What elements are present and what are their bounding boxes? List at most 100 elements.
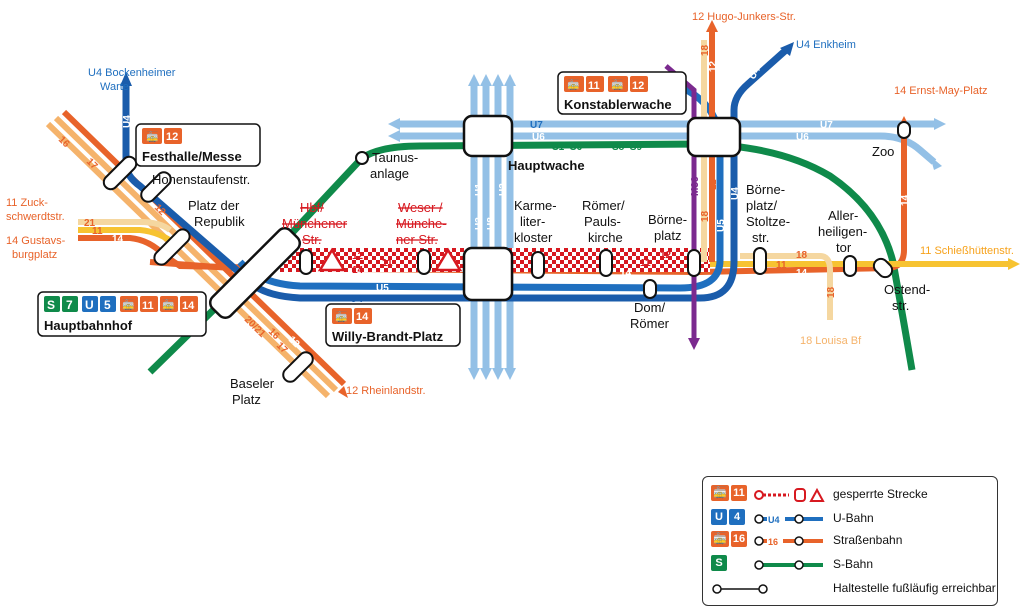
line-label-u4-vert: U4 (730, 187, 741, 200)
u4-arrow-bock (120, 72, 132, 86)
svg-text:🚋: 🚋 (335, 310, 347, 323)
legend-walk-sample (712, 584, 768, 594)
svg-text:🚋: 🚋 (146, 130, 158, 143)
legend-sig-tram: 11 (731, 485, 747, 501)
line-label-u7-a: U7 (530, 120, 543, 131)
line-label-m36: M36 (690, 176, 701, 196)
legend-row-ubahn: U 4 U4 U-Bahn (711, 509, 991, 529)
legend-row-sbahn: S S-Bahn (711, 555, 991, 575)
legend-sig-tram16: 16 (731, 531, 747, 547)
legend-inline-u4: U4 (768, 515, 780, 525)
line-label-s1s6: S1–S6 (552, 142, 582, 153)
station-sign-konstablerwache[interactable]: 🚋 11 🚋 12 Konstablerwache (557, 71, 687, 115)
legend-tram-label: Straßenbahn (833, 533, 903, 547)
ubahn-trunk-arrows (468, 74, 516, 380)
station-label-hbf-muenchener-3: Str. (302, 232, 322, 247)
station-sign-willy-brandt[interactable]: 🚋 14 Willy-Brandt-Platz (325, 303, 461, 347)
hbf-sign-t11: 11 (142, 300, 154, 312)
station-box-hauptbahnhof[interactable] (207, 225, 303, 321)
line-label-14-hbf: 14 (352, 265, 364, 276)
station-label-roemer-pauls-3: kirche (588, 230, 623, 245)
line-label-u5-vert: U5 (716, 219, 727, 232)
hbf-sign-t14: 14 (182, 300, 195, 312)
line-label-12-hugo: 12 (708, 60, 719, 72)
legend-walk-label: Haltestelle fußläufig erreichbar (833, 581, 996, 595)
station-sign-festhalle[interactable]: 🚋 12 Festhalle/Messe (135, 123, 261, 167)
dest-gustavsburg-2: burgplatz (12, 249, 57, 261)
line-label-18-east: 18 (796, 250, 808, 261)
willy-tram-sign: 14 (356, 311, 369, 323)
hbf-sign-u5: 5 (104, 298, 111, 312)
line-label-11-konst: 11 (708, 179, 719, 190)
legend-inline-16: 16 (768, 537, 778, 547)
u7-arrow-west (388, 118, 400, 130)
dest-gustavsburg-1: 14 Gustavs- (6, 235, 66, 247)
station-label-weser-3: ner Str. (396, 232, 438, 247)
station-label-zoo: Zoo (872, 144, 894, 159)
station-label-hbf-muenchener-2: Münchener (282, 216, 348, 231)
station-label-boerne-stoltze-3: Stoltze- (746, 214, 790, 229)
dest-zuckschwerdt-2: schwerdtstr. (6, 211, 65, 223)
line-label-u6-b: U6 (796, 132, 809, 143)
legend-row-tram: 🚋 16 16 Straßenbahn (711, 531, 991, 551)
legend-row-walk: Haltestelle fußläufig erreichbar (711, 579, 996, 599)
station-label-roemer-pauls-1: Römer/ (582, 198, 625, 213)
u6-arrow-west (388, 130, 400, 142)
hbf-sign-u: U (85, 298, 94, 312)
line-label-14-ernst: 14 (900, 194, 911, 206)
station-label-ostend-2: str. (892, 298, 909, 313)
sbahn-line (147, 140, 916, 375)
station-label-dom-2: Römer (630, 316, 670, 331)
line-label-11-east: 11 (776, 260, 787, 271)
dest-hugo-junkers: 12 Hugo-Junkers-Str. (692, 11, 796, 23)
line-label-14-roem: 14 (620, 268, 632, 279)
tram-12-arrow-rheinland (338, 386, 348, 398)
tram-icon: 🚋 (711, 531, 729, 547)
m36-arrow-south (688, 338, 700, 350)
station-sign-hauptbahnhof[interactable]: S 7 U 5 🚋 11 🚋 14 Hauptbahnhof (37, 291, 207, 337)
legend-tram-sample: 16 (754, 536, 823, 547)
line-label-s8s9: S8–S9 (612, 142, 642, 153)
station-label-platz-republik-2: Republik (194, 214, 245, 229)
station-label-weser-2: Münche- (396, 216, 447, 231)
line-label-11-roem: 11 (640, 258, 651, 269)
station-label-allerheiligen-1: Aller- (828, 208, 858, 223)
station-label-boerneplatz-2: platz (654, 228, 681, 243)
station-label-boerne-stoltze-2: platz/ (746, 198, 777, 213)
svg-text:🚋: 🚋 (162, 298, 174, 311)
dest-schiesshuetten: 11 Schießhüttenstr. (920, 245, 1014, 257)
station-label-hauptwache: Hauptwache (508, 158, 585, 173)
legend-ubahn-sample: U4 (754, 514, 823, 525)
u7-arrow-east (934, 118, 946, 130)
station-label-roemer-pauls-2: Pauls- (584, 214, 621, 229)
hbf-sign-s: S (47, 298, 55, 312)
line-label-u7-b: U7 (820, 120, 833, 131)
dest-rheinland: 12 Rheinlandstr. (346, 385, 426, 397)
station-label-boerne-stoltze-4: str. (752, 230, 769, 245)
line-label-u4-bock: U4 (122, 115, 133, 128)
station-label-allerheiligen-2: heiligen- (818, 224, 867, 239)
station-label-willy-brandt: Willy-Brandt-Platz (332, 329, 444, 344)
stop-taunusanlage[interactable] (355, 151, 369, 165)
station-label-karmeliter-1: Karme- (514, 198, 557, 213)
station-label-taunus-2: anlage (370, 166, 409, 181)
station-label-allerheiligen-3: tor (836, 240, 852, 255)
legend-row-closed: 🚋 11 gesperrte Strecke (711, 485, 991, 505)
station-box-willy-brandt[interactable] (462, 246, 514, 302)
tram-diagonal-bundle (45, 109, 347, 399)
station-label-hauptbahnhof: Hauptbahnhof (44, 318, 133, 333)
station-label-hohenstaufen: Hohenstaufenstr. (152, 172, 250, 187)
svg-text:🚋: 🚋 (567, 78, 579, 91)
station-label-weser-1: Weser / (398, 200, 443, 215)
line-label-18-konst: 18 (700, 210, 711, 222)
station-label-baseler-1: Baseler (230, 376, 275, 391)
festhalle-tram-sign: 12 (166, 131, 178, 143)
tram-icon: 🚋 (711, 485, 729, 501)
line-label-u8: U8 (486, 217, 497, 230)
station-box-hauptwache[interactable] (462, 114, 514, 158)
dest-zuckschwerdt-1: 11 Zuck- (6, 197, 48, 209)
station-box-konstablerwache[interactable] (686, 116, 742, 158)
line-label-u4-main: U4 (350, 294, 363, 305)
u4-arrow-enkheim (780, 42, 794, 56)
